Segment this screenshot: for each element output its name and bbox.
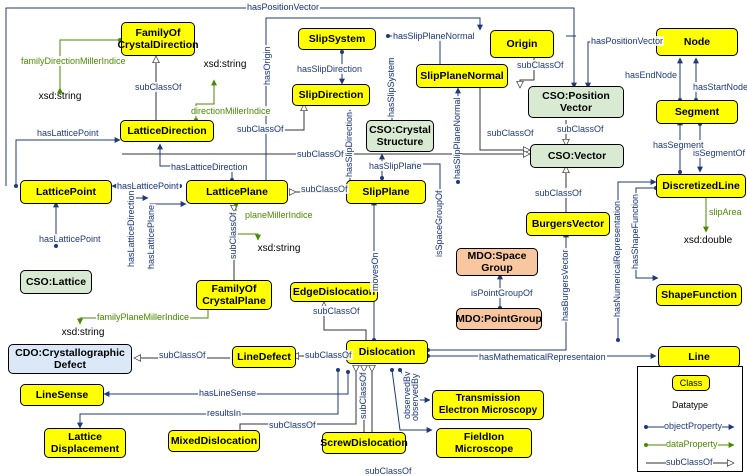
class-mixed-dislocation[interactable]: MixedDislocation xyxy=(168,430,260,452)
edge-label-slip-area: slipArea xyxy=(708,207,743,217)
edge-label-has-end-node: hasEndNode xyxy=(624,70,679,80)
class-field-ion-microscope[interactable]: FieldIon Microscope xyxy=(436,428,532,458)
edge-label-has-origin: hasOrigin xyxy=(262,45,272,86)
edge-label-has-slip-direction: hasSlipDirection xyxy=(296,64,364,74)
class-cdo-crystallographic-defect[interactable]: CDO:Crystallographic Defect xyxy=(8,344,132,374)
legend-subclass-of: subClassOf xyxy=(666,457,713,467)
class-line[interactable]: Line xyxy=(658,346,740,368)
class-origin[interactable]: Origin xyxy=(490,30,554,58)
class-shape-function[interactable]: ShapeFunction xyxy=(656,284,742,306)
legend-data-property: dataProperty xyxy=(666,439,718,449)
edge-label-has-numerical-representation: hasNumericalRepresentation xyxy=(612,199,622,318)
class-screw-dislocation[interactable]: ScrewDislocation xyxy=(320,432,408,454)
edge-label-has-slip-plane: hasSlipPlane xyxy=(368,161,423,171)
class-slip-plane-normal[interactable]: SlipPlaneNormal xyxy=(416,64,508,88)
edge-label-moves-on: movesOn xyxy=(370,251,380,292)
class-slip-plane[interactable]: SlipPlane xyxy=(346,180,426,204)
edge-label-subclassof-origin: subClassOf xyxy=(516,60,565,70)
class-dislocation[interactable]: Dislocation xyxy=(346,340,428,364)
edge-label-subclassof-fcd: subClassOf xyxy=(134,82,183,92)
edge-label-results-in: resultsIn xyxy=(206,408,243,418)
class-cso-position-vector[interactable]: CSO:Position Vector xyxy=(528,86,624,118)
edge-label-subclassof-fcp: subClassOf xyxy=(228,211,238,260)
legend: Class Datatype objectProperty dataProper… xyxy=(637,366,743,472)
class-cso-crystal-structure[interactable]: CSO:Crystal Structure xyxy=(366,120,434,152)
class-discretized-line[interactable]: DiscretizedLine xyxy=(656,174,746,198)
class-family-of-crystal-plane[interactable]: FamilyOf CrystalPlane xyxy=(196,280,272,310)
edge-label-has-slip-plane-normal: hasSlipPlaneNormal xyxy=(392,31,476,41)
edge-label-has-lattice-direction-v: hasLatticeDirection xyxy=(126,189,136,268)
edge-label-subclassof-cdo: subClassOf xyxy=(158,350,207,360)
class-edge-dislocation[interactable]: EdgeDislocation xyxy=(290,282,378,302)
edge-label-family-plane-miller-indice: familyPlaneMillerIndice xyxy=(96,312,191,322)
edge-label-is-segment-of: isSegmentOf xyxy=(692,148,747,158)
edge-label-has-lattice-point-mid: hasLatticePoint xyxy=(116,181,180,191)
datatype-xsd-double[interactable]: xsd:double xyxy=(678,232,738,248)
edge-label-is-point-group-of: isPointGroupOf xyxy=(470,288,534,298)
class-slip-direction[interactable]: SlipDirection xyxy=(292,84,370,106)
class-node[interactable]: Node xyxy=(656,28,738,56)
class-family-of-crystal-direction[interactable]: FamilyOf CrystalDirection xyxy=(117,22,199,56)
edge-label-has-shape-function: hasShapeFunction xyxy=(630,192,640,270)
datatype-xsd-string-a[interactable]: xsd:string xyxy=(30,88,90,104)
edge-label-has-lattice-plane-v: hasLatticePlane xyxy=(146,203,156,270)
edge-label-has-position-vector-right: hasPositionVector xyxy=(590,36,665,46)
class-lattice-direction[interactable]: LatticeDirection xyxy=(120,120,214,142)
class-segment[interactable]: Segment xyxy=(656,100,738,124)
edge-label-subclassof-lattice-dir: subClassOf xyxy=(296,149,345,159)
edge-label-has-slip-system: hasSlipSystem xyxy=(386,56,396,118)
class-burgers-vector[interactable]: BurgersVector xyxy=(526,212,610,236)
edge-label-subclassof-line-defect: subClassOf xyxy=(304,350,353,360)
class-mdo-space-group[interactable]: MDO:Space Group xyxy=(456,248,538,276)
datatype-xsd-string-b[interactable]: xsd:string xyxy=(198,56,252,72)
edge-label-has-slip-plane-normal-v: hasSlipPlaneNormal xyxy=(452,96,462,180)
class-line-defect[interactable]: LineDefect xyxy=(232,346,296,368)
class-slip-system[interactable]: SlipSystem xyxy=(298,28,376,50)
edge-label-has-mathematical-representation: hasMathematicalRepresentaion xyxy=(478,352,607,362)
edge-label-subclassof-cpv: subClassOf xyxy=(556,124,605,134)
edge-label-direction-miller-indice: directionMillerIndice xyxy=(190,106,272,116)
edge-label-subclassof-screw: subClassOf xyxy=(364,466,413,476)
edge-label-subclassof-bv: subClassOf xyxy=(534,188,583,198)
class-mdo-point-group[interactable]: MDO:PointGroup xyxy=(456,308,542,330)
edge-label-is-space-group-of: isSpaceGroupOf xyxy=(434,189,444,258)
edge-label-has-segment: hasSegment xyxy=(652,140,705,150)
edge-label-has-burgers-vector: hasBurgersVector xyxy=(560,248,570,322)
edge-label-subclassof-ld: subClassOf xyxy=(236,124,285,134)
class-lattice-plane[interactable]: LatticePlane xyxy=(186,180,288,204)
edge-label-subclassof-mixed: subClassOf xyxy=(268,420,317,430)
class-lattice-point[interactable]: LatticePoint xyxy=(20,180,112,204)
class-transmission-em[interactable]: Transmission Electron Microscopy xyxy=(432,390,544,420)
edge-label-has-lattice-point-top: hasLatticePoint xyxy=(36,128,100,138)
legend-datatype: Datatype xyxy=(668,398,712,412)
class-cso-vector[interactable]: CSO:Vector xyxy=(530,144,624,168)
edge-label-has-slip-direction-v: hasSlipDirection xyxy=(344,110,354,178)
edge-label-subclassof-spn: subClassOf xyxy=(486,128,535,138)
datatype-xsd-string-c[interactable]: xsd:string xyxy=(252,240,306,256)
edge-label-subclassof-lp: subClassOf xyxy=(300,184,349,194)
class-line-sense[interactable]: LineSense xyxy=(20,384,104,406)
edge-label-plane-miller-indice: planeMillerIndice xyxy=(244,210,314,220)
edge-label-subclassof-ed: subClassOf xyxy=(312,306,361,316)
edge-label-has-lattice-point-left: hasLatticePoint xyxy=(38,234,102,244)
edge-label-has-lattice-direction: hasLatticeDirection xyxy=(170,162,249,172)
edge-label-family-direction-miller-indice: familyDirectionMillerIndice xyxy=(20,56,127,66)
edge-label-has-start-node: hasStartNode xyxy=(692,82,747,92)
edge-label-has-position-vector-top: hasPositionVector xyxy=(246,2,321,12)
legend-class: Class xyxy=(672,375,710,391)
datatype-xsd-string-d[interactable]: xsd:string xyxy=(50,324,116,340)
edge-label-observed-by-b: observedBy xyxy=(410,372,420,422)
edge-label-has-line-sense: hasLineSense xyxy=(198,388,258,398)
edge-label-subclassof-screw-v: subClassOf xyxy=(358,371,368,420)
class-lattice-displacement[interactable]: Lattice Displacement xyxy=(44,428,126,458)
legend-object-property: objectProperty xyxy=(664,421,723,431)
class-cso-lattice[interactable]: CSO:Lattice xyxy=(20,270,92,294)
